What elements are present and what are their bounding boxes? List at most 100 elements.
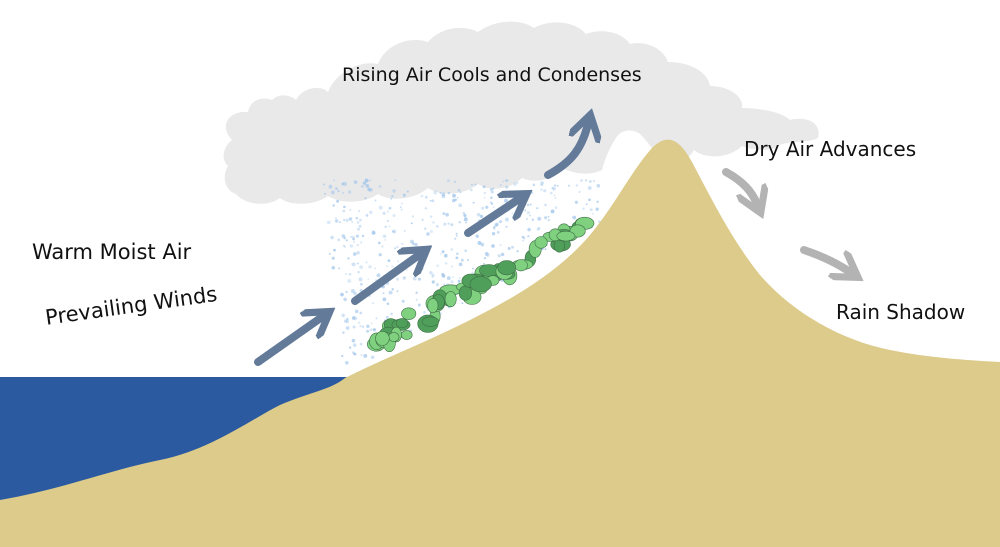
rain-dot [481,206,485,210]
rain-dot [358,277,363,282]
rain-dot [529,203,532,206]
rain-dot [441,250,445,254]
rain-dot [497,253,501,258]
rain-dot [445,212,449,217]
rain-dot [367,187,372,192]
rain-dot [526,211,531,215]
rain-dot [382,292,385,295]
rain-dot [547,219,550,222]
rain-dot [386,210,389,213]
tree-canopy-icon [556,230,576,242]
rain-dot [550,209,555,214]
rain-dot [432,221,435,224]
rain-dot [354,309,359,314]
rain-dot [527,235,530,238]
rain-dot [459,276,461,279]
rain-dot [390,312,393,316]
rain-dot [364,197,367,200]
rain-dot [500,195,504,199]
rain-dot [391,288,394,291]
rain-dot [384,238,387,241]
rain-dot [589,180,592,183]
rain-dot [330,190,335,195]
rain-dot [335,217,337,220]
rain-dot [516,250,519,253]
rain-dot [353,180,358,184]
rain-dot [444,253,448,258]
rain-dot [591,212,594,215]
rain-dot [388,290,393,295]
rain-dot [489,188,493,191]
rain-dot [553,184,557,187]
rain-dot [484,252,489,256]
rain-dot [401,202,403,205]
rain-dot [458,262,463,267]
rain-dot [365,213,369,217]
rain-dot [470,183,473,186]
rain-dot [366,324,370,329]
tree-canopy-icon [427,298,439,314]
rain-dot [351,220,354,223]
land-mountain [0,139,1000,547]
rain-dot [351,316,356,320]
rain-dot [410,222,413,225]
rain-dot [351,338,356,343]
rain-dot [349,209,352,211]
rain-dot [457,279,461,283]
rain-dot [460,258,464,262]
rain-dot [343,244,345,247]
rain-dot [394,179,397,182]
rain-dot [340,292,344,297]
rain-dot [584,179,588,182]
rain-dot [455,234,458,237]
rain-dot [483,256,487,260]
rain-dot [452,198,456,203]
rain-dot [378,184,382,188]
rain-dot [353,291,357,296]
rain-dot [371,230,376,235]
rain-dot [381,245,384,248]
rain-dot [361,234,365,238]
rain-dot [351,235,355,239]
rain-dot [328,252,331,255]
rain-dot [472,201,475,204]
rain-dot [567,184,571,187]
rain-dot [500,252,505,257]
rain-dot [392,229,397,234]
rain-dot [370,322,373,325]
rain-dot [337,238,341,242]
rain-dot [322,183,326,186]
rain-dot [352,252,357,256]
rain-dot [495,222,499,226]
rain-dot [330,235,334,240]
rain-dot [386,302,390,305]
rain-dot [400,208,403,211]
tree-canopy-icon [534,236,548,249]
rain-dot [366,329,370,333]
rain-dot [391,265,394,268]
rain-dot [331,266,336,270]
rain-dot [575,184,579,187]
rain-dot [492,187,495,190]
rain-dot [544,248,547,251]
rain-dot [450,248,454,251]
tree-canopy-icon [395,318,409,329]
rain-dot [417,303,421,307]
rain-dot [341,354,344,358]
rain-dot [574,200,579,204]
rain-dot [353,352,356,355]
rain-dot [359,282,363,286]
rain-dot [505,185,509,189]
rain-dot [596,184,601,188]
rain-dot [491,231,496,236]
rain-shadow-label: Rain Shadow [836,300,966,324]
rain-dot [374,267,376,270]
rain-dot [333,248,336,252]
rain-dot [524,209,527,212]
rain-dot [544,216,548,220]
rain-dot [399,206,402,209]
rain-dot [580,179,583,182]
rain-dot [382,234,387,238]
rain-dot [440,252,442,255]
rain-dot [452,276,454,279]
